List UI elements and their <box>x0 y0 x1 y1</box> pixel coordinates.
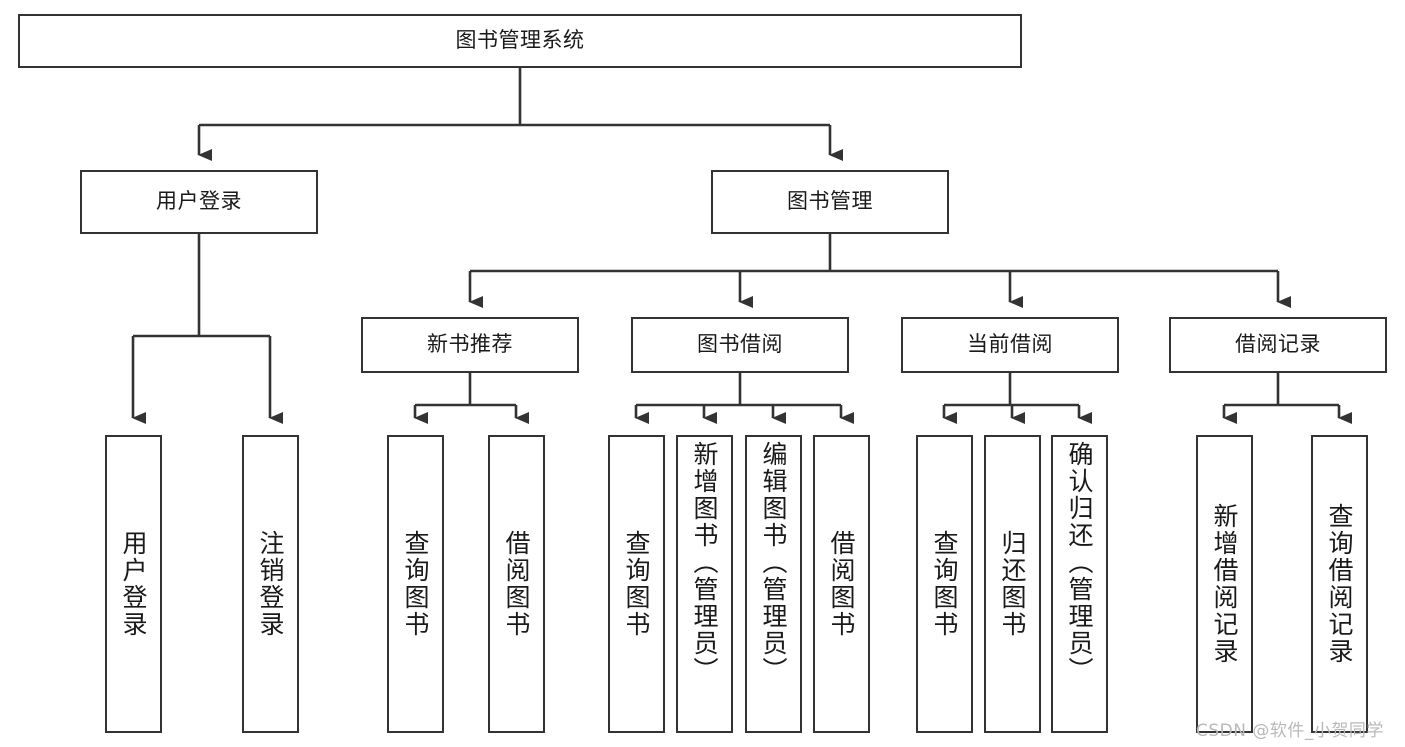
node-new-book-recommend-label: 新书推荐 <box>427 332 513 357</box>
node-borrow-record[interactable]: 借阅记录 <box>1169 317 1387 373</box>
leaf-query-book-current[interactable]: 查询图书 <box>916 435 973 733</box>
leaf-query-borrow-record[interactable]: 查询借阅记录 <box>1311 435 1368 733</box>
leaf-borrow-book-recommend[interactable]: 借阅图书 <box>488 435 545 733</box>
leaf-query-borrow-record-label: 查询借阅记录 <box>1325 503 1354 665</box>
node-user-login-label: 用户登录 <box>156 189 242 214</box>
leaf-user-login[interactable]: 用户登录 <box>105 435 162 733</box>
leaf-add-book[interactable]: 新增图书（管理员） <box>676 435 733 733</box>
node-book-manage-label: 图书管理 <box>787 189 873 214</box>
leaf-edit-book[interactable]: 编辑图书（管理员） <box>745 435 802 733</box>
leaf-logout-login[interactable]: 注销登录 <box>242 435 299 733</box>
leaf-query-book-current-label: 查询图书 <box>930 530 959 638</box>
leaf-query-book-recommend[interactable]: 查询图书 <box>387 435 444 733</box>
leaf-confirm-return[interactable]: 确认归还（管理员） <box>1051 435 1108 733</box>
leaf-user-login-label: 用户登录 <box>119 530 148 638</box>
leaf-return-book-label: 归还图书 <box>998 530 1027 638</box>
leaf-return-book[interactable]: 归还图书 <box>984 435 1041 733</box>
leaf-logout-login-label: 注销登录 <box>256 530 285 638</box>
node-new-book-recommend[interactable]: 新书推荐 <box>361 317 579 373</box>
node-current-borrow-label: 当前借阅 <box>967 332 1053 357</box>
leaf-borrow-book[interactable]: 借阅图书 <box>813 435 870 733</box>
node-book-manage[interactable]: 图书管理 <box>711 170 949 234</box>
node-root[interactable]: 图书管理系统 <box>18 14 1022 68</box>
node-book-borrow-label: 图书借阅 <box>697 332 783 357</box>
node-root-label: 图书管理系统 <box>455 28 585 53</box>
leaf-borrow-book-recommend-label: 借阅图书 <box>502 530 531 638</box>
leaf-confirm-return-label: 确认归还（管理员） <box>1065 441 1094 684</box>
leaf-query-book-recommend-label: 查询图书 <box>401 530 430 638</box>
node-current-borrow[interactable]: 当前借阅 <box>901 317 1119 373</box>
node-user-login[interactable]: 用户登录 <box>80 170 318 234</box>
leaf-edit-book-label: 编辑图书（管理员） <box>759 441 788 684</box>
csdn-watermark: CSDN @软件_小贺同学 <box>1196 721 1384 741</box>
leaf-borrow-book-label: 借阅图书 <box>827 530 856 638</box>
node-book-borrow[interactable]: 图书借阅 <box>631 317 849 373</box>
leaf-query-book-borrow-label: 查询图书 <box>622 530 651 638</box>
leaf-add-borrow-record-label: 新增借阅记录 <box>1210 503 1239 665</box>
node-borrow-record-label: 借阅记录 <box>1235 332 1321 357</box>
leaf-add-book-label: 新增图书（管理员） <box>690 441 719 684</box>
leaf-query-book-borrow[interactable]: 查询图书 <box>608 435 665 733</box>
leaf-add-borrow-record[interactable]: 新增借阅记录 <box>1196 435 1253 733</box>
